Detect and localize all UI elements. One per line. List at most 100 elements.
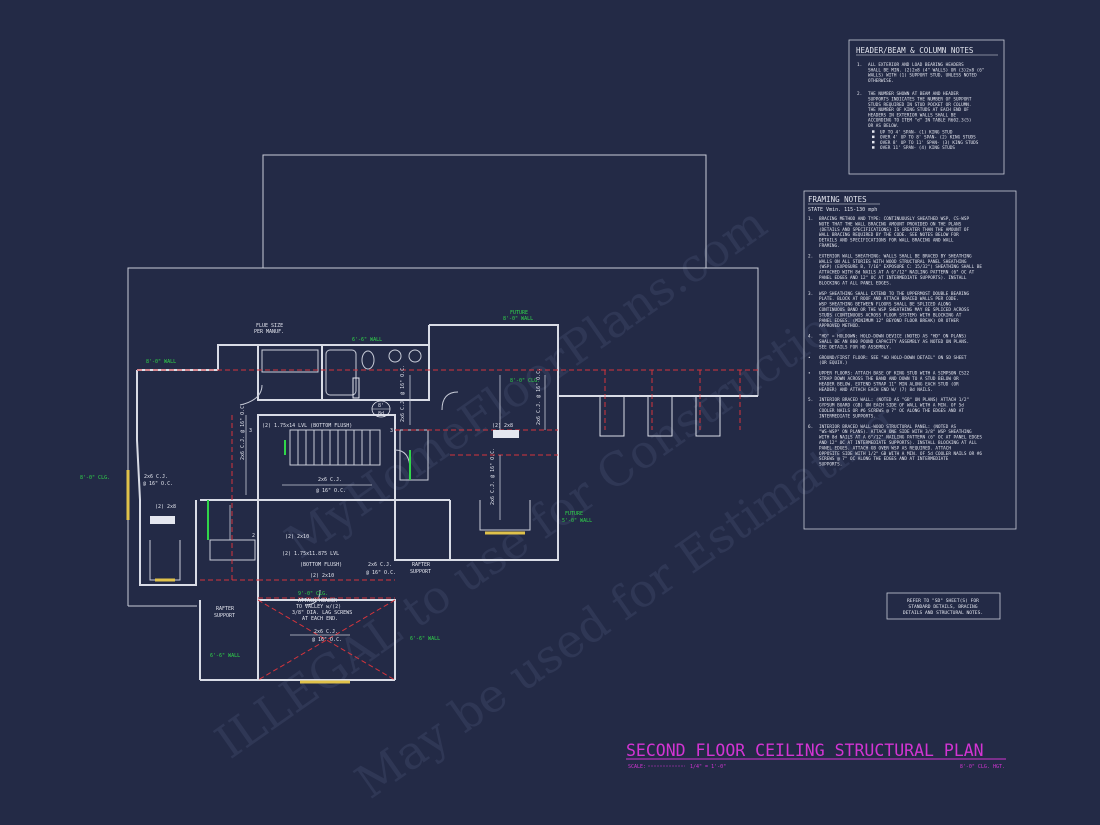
framing-note-line: WSP SHEATHING BETWEEN FLOORS SHALL BE SP… <box>819 302 951 308</box>
title-block: SECOND FLOOR CEILING STRUCTURAL PLAN SCA… <box>626 741 1006 770</box>
span-bullet <box>872 140 875 144</box>
header-notes-title: HEADER/BEAM & COLUMN NOTES <box>856 46 974 55</box>
framing-note-line: INTERMEDIATE SUPPORTS. <box>819 413 876 419</box>
structural-dashed-lines <box>137 369 758 681</box>
header-note-2-line: HEADERS IN EXTERIOR WALLS SHALL BE <box>868 112 956 118</box>
header-span-line: OVER 4' UP TO 8' SPAN- (2) KING STUDS <box>880 135 976 141</box>
framing-note-line: WITH 8d NAILS AT A 6"/12" NAILING PATTER… <box>819 435 982 441</box>
label-cj-left-2: @ 16" O.C. <box>143 481 173 487</box>
framing-note-line: WALL BRACING REQUIRED BY THE CODE. SEE N… <box>819 232 959 238</box>
framing-note-line: PANEL EDGES. ATTACH GB OVER WSP AS REQUI… <box>819 445 951 451</box>
framing-note-line: UPPER FLOORS: ATTACH BASE OF KING STUD W… <box>819 371 969 377</box>
header-note-1-line: OTHERWISE. <box>868 78 894 84</box>
framing-note-line: WALLS ON ALL STORIES WITH WOOD STRUCTURA… <box>819 259 967 265</box>
header-span-line: UP TO 4' SPAN- (1) KING STUD <box>880 129 953 135</box>
framing-note-line: WSP SHEATHING SHALL EXTEND TO THE UPPERM… <box>819 291 969 297</box>
refer-line-2: STANDARD DETAILS, BRACING <box>908 604 977 610</box>
label-future-top-2: 8'-0" WALL <box>503 316 533 322</box>
framing-note-line: STRAP DOWN ACROSS THE BAND AND DOWN TO A… <box>819 376 959 382</box>
label-cj-v-2: 2x6 C.J. @ 16" O.C. <box>400 365 406 422</box>
label-cj-left-1: 2x6 C.J. <box>144 474 168 480</box>
callout-top: 8' <box>378 403 384 409</box>
label-cj-bot-2: @ 16" O.C. <box>312 637 342 643</box>
watermark: ILLEGAL to use for Construction MyHomeFl… <box>205 196 905 809</box>
label-num-3b: 3 <box>390 428 393 434</box>
label-cj-v-1: 2x6 C.J. @ 16" O.C. <box>240 403 246 460</box>
yellow-markers <box>126 470 525 684</box>
header-beam-notes-box: HEADER/BEAM & COLUMN NOTES 1. ALL EXTERIO… <box>848 39 1005 175</box>
framing-note-num: 2. <box>808 253 813 259</box>
bathtub <box>325 349 357 396</box>
label-lvl-top: (2) 1.75x14 LVL (BOTTOM FLUSH) <box>262 423 352 429</box>
refer-note-box: REFER TO "SD" SHEET(S) FOR STANDARD DETA… <box>886 592 1001 620</box>
framing-note-line: INTERIOR BRACED WALL: (NOTED AS "GB" ON … <box>819 397 969 403</box>
ceiling-height: 8'-0" CLG. HGT. <box>960 764 1005 770</box>
header-note-1-line: WALLS) WITH (1) SUPPORT STUD, UNLESS NOT… <box>868 73 977 79</box>
header-note-1-num: 1. <box>857 62 862 68</box>
label-cj-r-1: 2x6 C.J. <box>368 562 392 568</box>
label-cj-v-4: 2x6 C.J. @ 16" O.C. <box>536 368 542 425</box>
framing-note-line: INTERIOR BRACED WALL-WOOD STRUCTURAL PAN… <box>819 424 957 430</box>
framing-note-line: SEE DETAILS FOR HD ASSEMBLY. <box>819 344 891 350</box>
label-flue-2: PER MANUF. <box>254 329 284 335</box>
framing-note-line: EXTERIOR WALL SHEATHING: WALLS SHALL BE … <box>819 253 972 259</box>
framing-note-line: SCREWS @ 7" OC ALONG THE EDGES AND AT IN… <box>819 456 949 462</box>
plan-labels: 6'-6" WALL FUTURE 8'-0" WALL 8'-0" WALL … <box>80 310 592 659</box>
drawing-title: SECOND FLOOR CEILING STRUCTURAL PLAN <box>626 741 984 760</box>
framing-note-line: CONTINUOUS BAND OR THE WSP SHEATHING MAY… <box>819 307 969 313</box>
framing-note-num: 3. <box>808 291 813 297</box>
bay-boxes <box>599 395 721 437</box>
label-future-br-2: 5'-0" WALL <box>562 518 592 524</box>
label-clg-9-0: 9'-0" CLG. <box>298 591 328 597</box>
header-note-1-line: SHALL BE MIN. (2)2x8 (4" WALLS) OR (3)2x… <box>868 67 984 73</box>
green-markers <box>207 440 411 540</box>
framing-note-line: DETAILS AND SPECIFICATIONS FOR WALL BRAC… <box>819 238 954 244</box>
framing-note-line: SHALL BE AN 800 POUND CAPACITY ASSEMBLY … <box>819 339 969 345</box>
label-clg-far-left: 8'-0" CLG. <box>80 475 110 481</box>
refer-line-3: DETAILS AND STRUCTURAL NOTES. <box>903 610 983 616</box>
label-cj-r-2: @ 16" O.C. <box>366 570 396 576</box>
header-note-2-line: THE NUMBER SHOWN AT BEAM AND HEADER <box>868 91 959 97</box>
label-cj-bot-1: 2x6 C.J. <box>314 629 338 635</box>
label-hdr-2x8: (2) 2x8 <box>492 423 513 429</box>
label-cj-mid-2: @ 16" O.C. <box>316 488 346 494</box>
framing-note-line: COOLER NAILS OR #6 SCREWS @ 7" OC ALONG … <box>819 408 964 414</box>
label-rafter-2b: SUPPORT <box>410 569 431 575</box>
label-rafter-1b: SUPPORT <box>214 613 235 619</box>
header-note-1-line: ALL EXTERIOR AND LOAD BEARING HEADERS <box>868 62 964 68</box>
framing-note-num: 5. <box>808 397 813 403</box>
framing-note-line: OPPOSITE SIDE WITH 1/2" GB WITH A MIN. O… <box>819 451 982 457</box>
framing-note-num: 4. <box>808 334 813 340</box>
framing-note-line: PLATE. BLOCK AT ROOF AND ATTACH BRACED W… <box>819 296 959 302</box>
label-attach-2: TO VALLEY w/(2) <box>296 604 341 610</box>
framing-note-line: NOTE THAT THE WALL BRACING AMOUNT PROVID… <box>819 221 962 227</box>
sink-right <box>408 349 422 363</box>
callout-bot: 8d <box>378 411 384 417</box>
header-note-2-line: OR AS BELOW. <box>868 123 899 129</box>
fixture-blocks <box>150 377 519 524</box>
label-hdr-2x10-a: (2) 2x10 <box>285 534 309 540</box>
framing-note-num: • <box>808 356 811 361</box>
label-hdr-2x8-left: (2) 2x8 <box>155 504 176 510</box>
framing-note-line: GROUND/FIRST FLOOR: SEE "HD HOLD-DOWN DE… <box>819 355 967 361</box>
span-bullet <box>872 135 875 139</box>
label-lvl-bot: (2) 1.75x11.875 LVL <box>282 551 339 557</box>
framing-note-num: 6. <box>808 424 813 430</box>
label-rafter-2: RAFTER <box>412 562 431 568</box>
label-attach-1: ATTACH HEADER <box>298 598 338 604</box>
label-cj-v-3: 2x6 C.J. @ 16" O.C. <box>490 448 496 505</box>
label-wall-bl: 6'-6" WALL <box>210 653 240 659</box>
framing-note-line: "WS-WSP" ON PLANS). ATTACH ONE SIDE WITH… <box>819 429 972 435</box>
framing-note-line: (DETAILS AND SPECIFICATIONS) IS GREATER … <box>819 227 969 233</box>
framing-note-line: HEADER BELOW. EXTEND STRAP 11" MIN ALONG… <box>819 381 959 387</box>
framing-note-line: STUDS (CONTINUOUS ACROSS FLOOR SYSTEM) W… <box>819 312 962 318</box>
framing-note-line: HEADER) AND ATTACH EACH END W/ (7) 8d NA… <box>819 387 933 393</box>
framing-note-line: GYPSUM BOARD (GB) ON EACH SIDE OF WALL W… <box>819 403 964 409</box>
header-note-2-line: SUPPORTS INDICATES THE NUMBER OF SUPPORT <box>868 97 972 103</box>
header-span-line: OVER 8' UP TO 11' SPAN- (3) KING STUDS <box>880 140 979 146</box>
label-num-2: 2 <box>252 533 255 539</box>
roof-outline <box>127 154 759 607</box>
framing-note-line: SUPPORTS. <box>819 462 842 468</box>
label-future-top: FUTURE <box>510 310 528 316</box>
